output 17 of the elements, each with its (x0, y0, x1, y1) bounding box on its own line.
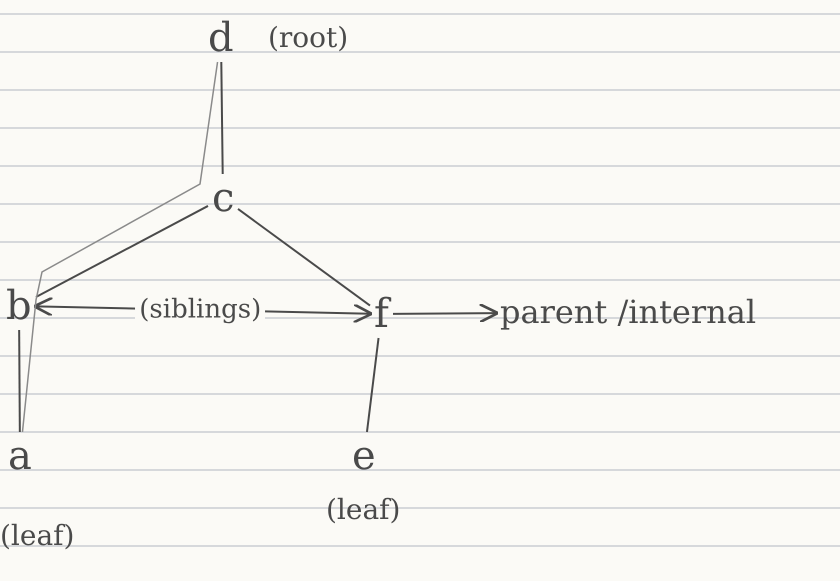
tree-branch (22, 62, 218, 432)
node-caption: (leaf) (0, 522, 74, 550)
node-label: f (374, 294, 389, 334)
node-caption: (leaf) (326, 496, 400, 524)
node-label: e (352, 436, 376, 476)
tree-branch (36, 205, 208, 298)
tree-branch (366, 338, 380, 432)
node-label: parent /internal (500, 296, 756, 328)
node-label: c (212, 178, 234, 218)
node-label: b (6, 286, 32, 326)
node-label: a (8, 436, 32, 476)
node-label: d (208, 18, 234, 58)
tree-branch (18, 330, 21, 432)
tree-branch (237, 208, 371, 306)
tree-branch (220, 62, 224, 174)
node-caption: (root) (268, 24, 348, 52)
arrow (393, 302, 500, 324)
